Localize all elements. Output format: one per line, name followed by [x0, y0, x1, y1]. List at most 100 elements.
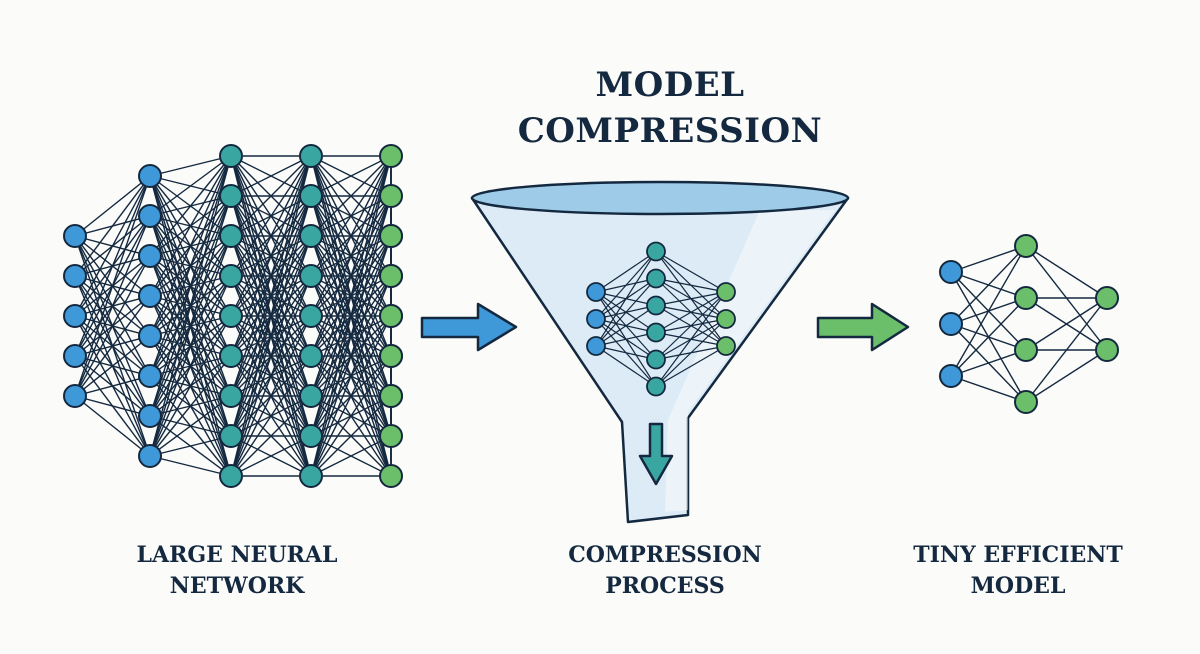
caption-tiny-line-1: TINY EFFICIENT [913, 542, 1123, 568]
connection-line [1025, 297, 1108, 351]
neuron-node [379, 264, 403, 288]
caption-compression-process: COMPRESSION PROCESS [515, 540, 815, 602]
connection-line [230, 155, 312, 237]
connection-line [310, 155, 392, 357]
connection-line [230, 155, 312, 437]
connection-line [310, 195, 392, 477]
neuron-node [586, 336, 606, 356]
neuron-node [379, 344, 403, 368]
neuron-node [219, 464, 243, 488]
neuron-node [138, 164, 162, 188]
neuron-node [219, 144, 243, 168]
neuron-node [299, 224, 323, 248]
connection-line [595, 305, 657, 347]
neuron-node [1014, 338, 1038, 362]
arrow-right-icon [420, 302, 518, 352]
neuron-node [299, 144, 323, 168]
connection-line [230, 155, 312, 317]
caption-large-network: LARGE NEURAL NETWORK [87, 540, 387, 602]
connection-line [230, 435, 312, 477]
neuron-node [219, 344, 243, 368]
neuron-node [586, 309, 606, 329]
connection-line [74, 215, 151, 397]
connection-line [149, 275, 232, 457]
caption-large-line-1: LARGE NEURAL [136, 542, 338, 568]
neuron-node [138, 244, 162, 268]
connection-line [310, 435, 392, 477]
connection-line [74, 395, 151, 417]
connection-line [230, 275, 312, 477]
neuron-node [939, 260, 963, 284]
connection-line [595, 345, 657, 387]
diagram-title: MODEL COMPRESSION [450, 62, 890, 154]
connection-line [595, 251, 657, 347]
connection-line [1025, 349, 1108, 403]
connection-line [595, 251, 657, 320]
neuron-node [1095, 286, 1119, 310]
connection-line [310, 155, 392, 277]
connection-line [230, 155, 312, 477]
connection-line [655, 318, 727, 387]
connection-line [149, 435, 232, 457]
neuron-node [716, 336, 736, 356]
neuron-node [1014, 234, 1038, 258]
caption-large-line-2: NETWORK [169, 573, 305, 599]
connection-line [149, 155, 232, 457]
neuron-node [379, 224, 403, 248]
connection-line [149, 195, 232, 457]
neuron-node [63, 344, 87, 368]
neuron-node [63, 384, 87, 408]
connection-line [310, 315, 392, 477]
neuron-node [646, 322, 666, 343]
title-line-2: COMPRESSION [517, 111, 823, 151]
connection-line [230, 155, 312, 357]
neuron-node [63, 224, 87, 248]
neuron-node [219, 264, 243, 288]
connection-line [655, 291, 727, 334]
connection-line [950, 245, 1027, 273]
connection-line [310, 155, 392, 437]
connection-line [310, 155, 392, 397]
neuron-node [138, 324, 162, 348]
connection-line [595, 345, 657, 361]
neuron-node [299, 264, 323, 288]
connection-line [655, 291, 727, 360]
neuron-node [138, 364, 162, 388]
connection-line [1025, 297, 1108, 403]
neuron-node [138, 404, 162, 428]
compressed-network [586, 241, 736, 397]
connection-line [310, 155, 392, 197]
connection-line [149, 355, 232, 457]
neuron-node [646, 241, 666, 262]
neuron-node [219, 384, 243, 408]
connection-line [655, 345, 727, 388]
neuron-node [379, 184, 403, 208]
neuron-node [63, 304, 87, 328]
arrow-right-icon [816, 302, 910, 352]
connection-line [230, 315, 312, 477]
connection-line [655, 291, 727, 307]
connection-line [74, 175, 151, 237]
connection-line [310, 155, 392, 237]
connection-line [149, 155, 232, 417]
connection-line [655, 291, 727, 387]
connection-line [149, 315, 232, 457]
neuron-node [1014, 286, 1038, 310]
connection-line [149, 455, 232, 477]
neuron-node [716, 309, 736, 329]
connection-line [74, 255, 151, 397]
connection-line [74, 375, 151, 397]
neuron-node [299, 344, 323, 368]
neuron-node [219, 184, 243, 208]
neuron-node [299, 184, 323, 208]
connection-line [310, 395, 392, 477]
connection-line [230, 355, 312, 477]
connection-line [74, 395, 151, 457]
arrow-down-icon [638, 422, 674, 486]
connection-line [230, 155, 312, 197]
neuron-node [299, 424, 323, 448]
connection-line [310, 155, 392, 477]
connection-line [230, 155, 312, 277]
neuron-node [379, 144, 403, 168]
connection-line [595, 278, 657, 347]
